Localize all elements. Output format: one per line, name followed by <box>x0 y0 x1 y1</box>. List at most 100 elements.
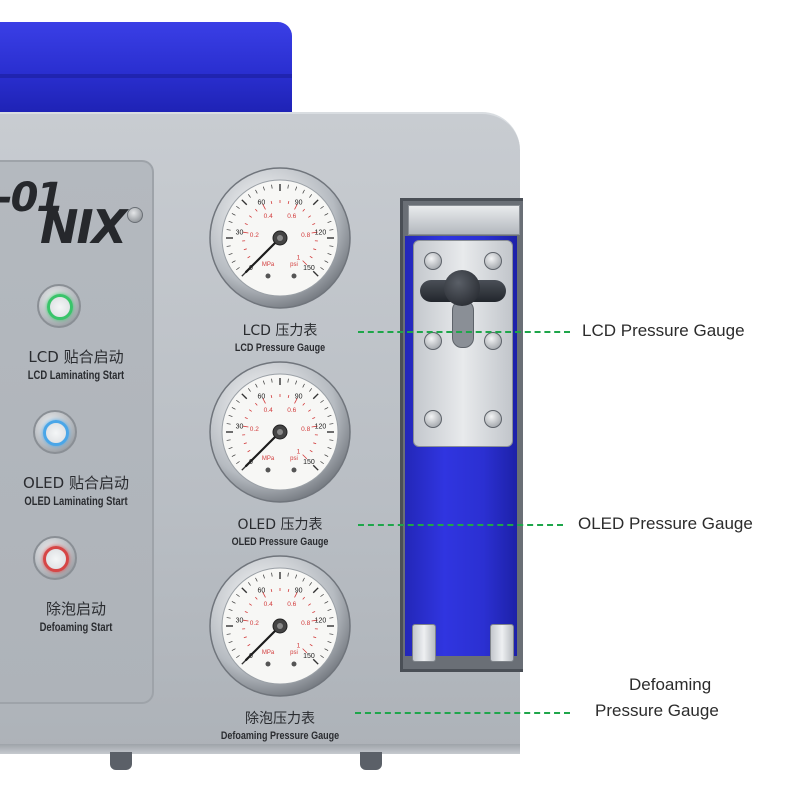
gauge-tick <box>329 245 334 247</box>
gauge-inner-tick <box>312 611 316 613</box>
gauge-tick <box>255 383 258 388</box>
gauge-inner-tick <box>309 449 313 453</box>
screw-icon <box>127 207 143 223</box>
gauge-inner-tick <box>312 223 316 225</box>
label-cn: 除泡压力表 <box>245 711 315 727</box>
gauge-inner-tick <box>242 619 249 622</box>
gauge-tick <box>309 582 313 586</box>
gauge-tick <box>287 184 289 189</box>
gauge-tick <box>247 582 251 586</box>
gauge-tick <box>324 407 329 410</box>
label-en: LCD Pressure Gauge <box>234 342 326 354</box>
defoaming-start-button[interactable] <box>33 536 77 580</box>
gauge-inner-tick <box>294 203 298 210</box>
gauge-tick <box>236 399 240 403</box>
gauge-tick <box>231 601 236 604</box>
gauge-inner-label: 0.6 <box>287 213 296 220</box>
gauge-hub-cap <box>277 429 283 435</box>
gauge-tick <box>255 577 258 582</box>
gauge-tick <box>324 213 329 216</box>
gauge-inner-tick <box>244 611 248 613</box>
defoaming-callout-line2: Pressure Gauge <box>595 701 719 720</box>
gauge-outer-label: 30 <box>236 230 244 237</box>
gauge-tick <box>247 194 251 198</box>
gauge-tick <box>271 184 273 189</box>
gauge-inner-tick <box>270 394 273 399</box>
gauge-tick <box>231 454 236 457</box>
label-cn: OLED 贴合启动 <box>23 474 129 492</box>
gauge-tick <box>327 608 332 611</box>
gauge-outer-label: 120 <box>315 230 327 237</box>
control-panel <box>0 160 154 704</box>
gauge-outer-label: 60 <box>257 199 265 206</box>
gauge-outer-label: 30 <box>236 424 244 431</box>
gauge-inner-tick <box>242 231 249 234</box>
gauge-tick <box>320 593 324 597</box>
gauge-tick <box>327 220 332 223</box>
gauge-unit-psi: psi <box>290 262 298 268</box>
gauge-tick <box>324 454 329 457</box>
gauge-tick <box>228 414 233 417</box>
gauge-inner-tick <box>308 215 311 218</box>
window-top-bar <box>408 205 520 235</box>
gauge-tick <box>309 194 313 198</box>
gauge-tick <box>329 423 334 425</box>
gauge-outer-label: 150 <box>303 459 315 466</box>
gauge-inner-tick <box>312 417 316 419</box>
gauge-tick <box>295 186 298 191</box>
defoaming-callout-line <box>355 712 570 714</box>
gauge-inner-tick <box>270 588 273 593</box>
gauge-tick <box>236 205 240 209</box>
gauge-inner-label: 0.2 <box>250 620 259 627</box>
gauge-tick <box>312 270 319 277</box>
label-en: Defoaming Start <box>39 622 113 634</box>
lcd-laminating-label: LCD 贴合启动 LCD Laminating Start <box>0 346 152 382</box>
gauge-inner-tick <box>308 603 311 606</box>
gauge-inner-tick <box>287 200 290 205</box>
oled-callout-line <box>358 524 563 526</box>
gauge-inner-label: 0.8 <box>301 620 310 627</box>
gauge-inner-tick <box>287 394 290 399</box>
gauge-inner-tick <box>302 260 308 266</box>
gauge-tick <box>241 393 248 400</box>
gauge-inner-tick <box>287 588 290 593</box>
label-en: Defoaming Pressure Gauge <box>220 730 340 742</box>
gauge-tick <box>329 439 334 441</box>
gauge-tick <box>320 461 324 465</box>
gauge-inner-tick <box>270 200 273 205</box>
gauge-tick <box>231 648 236 651</box>
gauge-screw <box>265 661 271 667</box>
machine-foot <box>110 752 132 770</box>
gauge-tick <box>312 199 319 206</box>
defoaming-callout-line1: Defoaming <box>629 675 712 694</box>
gauge-tick <box>329 633 334 635</box>
oled-laminating-start-button[interactable] <box>33 410 77 454</box>
gauge-outer-label: 60 <box>257 587 265 594</box>
gauge-outer-label: 150 <box>303 653 315 660</box>
gauge-outer-label: 90 <box>295 393 303 400</box>
gauge-screw <box>265 467 271 473</box>
gauge-tick <box>271 378 273 383</box>
gauge-inner-tick <box>311 231 318 234</box>
label-cn: OLED 压力表 <box>237 517 323 533</box>
gauge-unit-mpa: MPa <box>262 262 275 268</box>
gauge-inner-label: 0.2 <box>250 426 259 433</box>
gauge-tick <box>327 447 332 450</box>
gauge-tick <box>231 213 236 216</box>
lcd-callout-line <box>358 331 570 333</box>
gauge-inner-label: 0.8 <box>301 426 310 433</box>
gauge-tick <box>324 260 329 263</box>
gauge-inner-tick <box>244 417 248 419</box>
gauge-tick <box>320 267 324 271</box>
gauge-needle <box>244 430 282 468</box>
lcd-laminating-start-button[interactable] <box>37 284 81 328</box>
gauge-tick <box>262 186 265 191</box>
gauge-tick <box>236 461 240 465</box>
label-en: OLED Pressure Gauge <box>231 536 329 548</box>
red-ring-icon <box>43 546 69 572</box>
gauge-tick <box>231 260 236 263</box>
gauge-inner-tick <box>309 255 313 259</box>
